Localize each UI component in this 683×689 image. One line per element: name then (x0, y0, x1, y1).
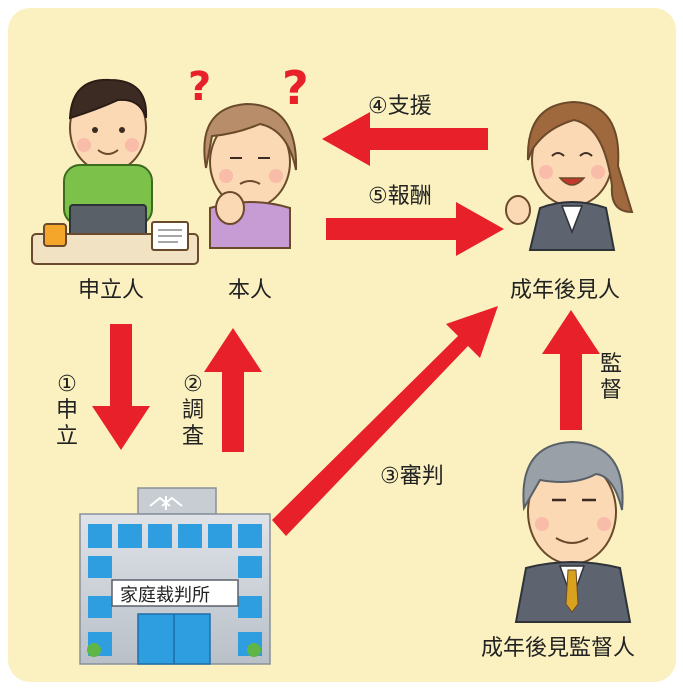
arrow-ruling (272, 306, 498, 536)
flow-application-char-2: 立 (55, 424, 78, 449)
flow-application-label: ① 申 立 (54, 372, 80, 450)
guardian-figure (505, 100, 634, 251)
supervisor-label: 成年後見監督人 (481, 636, 636, 661)
flow-investigation-char-2: 査 (181, 424, 204, 449)
question-mark-icon-2: ? (282, 61, 309, 115)
flow-application-char-1: 申 (55, 398, 78, 423)
applicant-figure (31, 78, 199, 265)
flow-investigation-char-1: 調 (181, 398, 204, 423)
flow-supervision-char-2: 督 (599, 378, 622, 403)
flow-supervision-char-1: 監 (599, 352, 622, 377)
person-figure: ? ? (188, 61, 309, 249)
applicant-label: 申立人 (78, 278, 145, 303)
guardian-label: 成年後見人 (510, 278, 621, 303)
court-building (79, 487, 271, 665)
flow-ruling-label: ③審判 (380, 464, 444, 489)
question-mark-icon: ? (188, 64, 211, 110)
court-sign (111, 579, 239, 607)
flow-support-label: ④支援 (368, 94, 432, 119)
arrow-supervision (542, 310, 600, 430)
flow-application-number: ① (57, 372, 77, 397)
flow-investigation-number: ② (183, 372, 203, 397)
arrow-investigation (204, 328, 262, 452)
person-label: 本人 (228, 278, 273, 303)
arrow-support (322, 112, 488, 166)
flow-fee-label: ⑤報酬 (368, 184, 432, 209)
arrow-application (92, 324, 150, 450)
supervisor-figure (514, 440, 632, 623)
arrow-fee (326, 202, 504, 256)
court-sign-label: 家庭裁判所 (120, 585, 210, 606)
flow-supervision-label: 監 督 (598, 352, 624, 404)
flow-investigation-label: ② 調 査 (180, 372, 206, 450)
